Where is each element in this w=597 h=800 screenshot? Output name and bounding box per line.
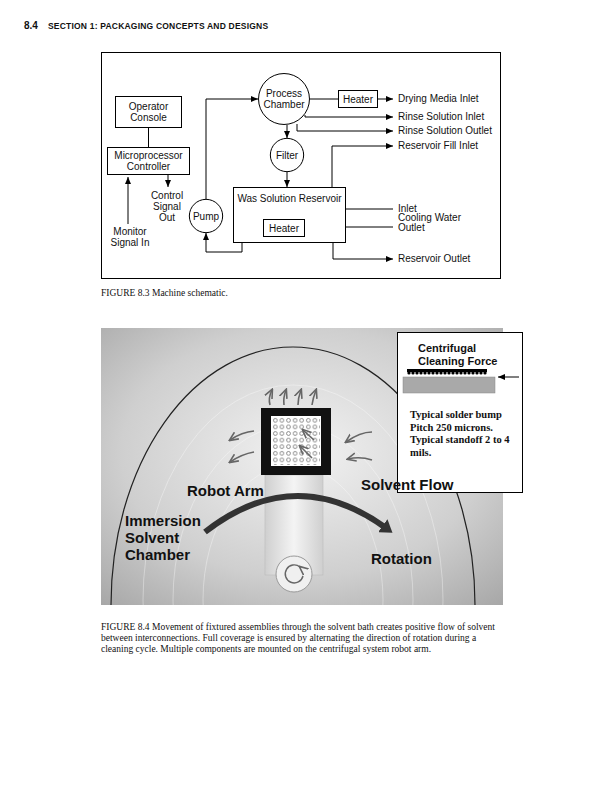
signal-label: Reservoir Fill Inlet: [398, 140, 478, 151]
node-label: Filter: [276, 150, 298, 161]
node-label: Centrifugal Cleaning Force: [418, 342, 510, 368]
signal-label: Rinse Solution Outlet: [398, 125, 492, 136]
pipe-connector: [206, 99, 258, 199]
flow-arrows: [230, 390, 372, 462]
signal-label: Monitor Signal In: [108, 226, 152, 248]
signal-label: Reservoir Outlet: [398, 253, 470, 264]
pump-circle: Pump: [189, 199, 223, 233]
chamber-circle: Process Chamber: [258, 73, 310, 125]
page-header: 8.4: [24, 20, 38, 31]
solder-bumps: [272, 417, 320, 465]
heater-box: Heater: [338, 90, 378, 108]
node-label: Operator Console: [116, 101, 181, 123]
node-label: Was Solution Reservoir: [234, 193, 344, 204]
node-body: Typical solder bump Pitch 250 microns. T…: [410, 409, 520, 459]
figure-frame: [102, 53, 501, 279]
signal-label: Outlet: [398, 222, 425, 233]
node-label: Pump: [193, 211, 219, 222]
signal-label: Control Signal Out: [146, 190, 188, 223]
solder-bump-row: [407, 372, 487, 376]
part-label: Rotation: [371, 550, 432, 567]
filter-circle: Filter: [270, 138, 304, 172]
part-label: Immersion Solvent Chamber: [125, 512, 205, 563]
page-header: SECTION 1: PACKAGING CONCEPTS AND DESIGN…: [48, 21, 268, 31]
inset-panel: [397, 332, 523, 493]
node-label: Heater: [340, 94, 376, 105]
component-die: [271, 416, 321, 466]
console-box: Operator Console: [115, 96, 182, 128]
pipe-connector: [287, 172, 288, 187]
signal-label: Drying Media Inlet: [398, 93, 479, 104]
signal-label: Rinse Solution Inlet: [398, 111, 484, 122]
pipe-connector: [310, 99, 338, 100]
node-label: Heater: [266, 223, 302, 234]
heater-box: Heater: [263, 219, 305, 237]
arm-hub: [276, 556, 312, 592]
reservoir-box: Was Solution ReservoirHeater: [233, 187, 346, 243]
node-label: Microprocessor Controller: [108, 150, 189, 172]
controller-box: Microprocessor Controller: [107, 147, 190, 175]
substrate-trace: [407, 369, 487, 372]
pipe-connector: [287, 125, 288, 138]
force-arrow: [498, 377, 519, 378]
pipe-connector: [148, 128, 149, 147]
rotation-arrow: [205, 496, 386, 532]
component-frame: [261, 408, 331, 475]
figure-caption: FIGURE 8.3 Machine schematic.: [101, 288, 506, 299]
inset-box: Centrifugal Cleaning ForceTypical solder…: [397, 332, 523, 493]
rotation-symbol: [285, 565, 303, 583]
signal-label: Cooling Water: [398, 212, 461, 223]
node-label: Process Chamber: [263, 88, 305, 110]
part-label: Solvent Flow: [361, 476, 454, 493]
figure-caption: FIGURE 8.4 Movement of fixtured assembli…: [101, 622, 506, 655]
board: [403, 377, 495, 393]
part-label: Robot Arm: [187, 482, 264, 499]
